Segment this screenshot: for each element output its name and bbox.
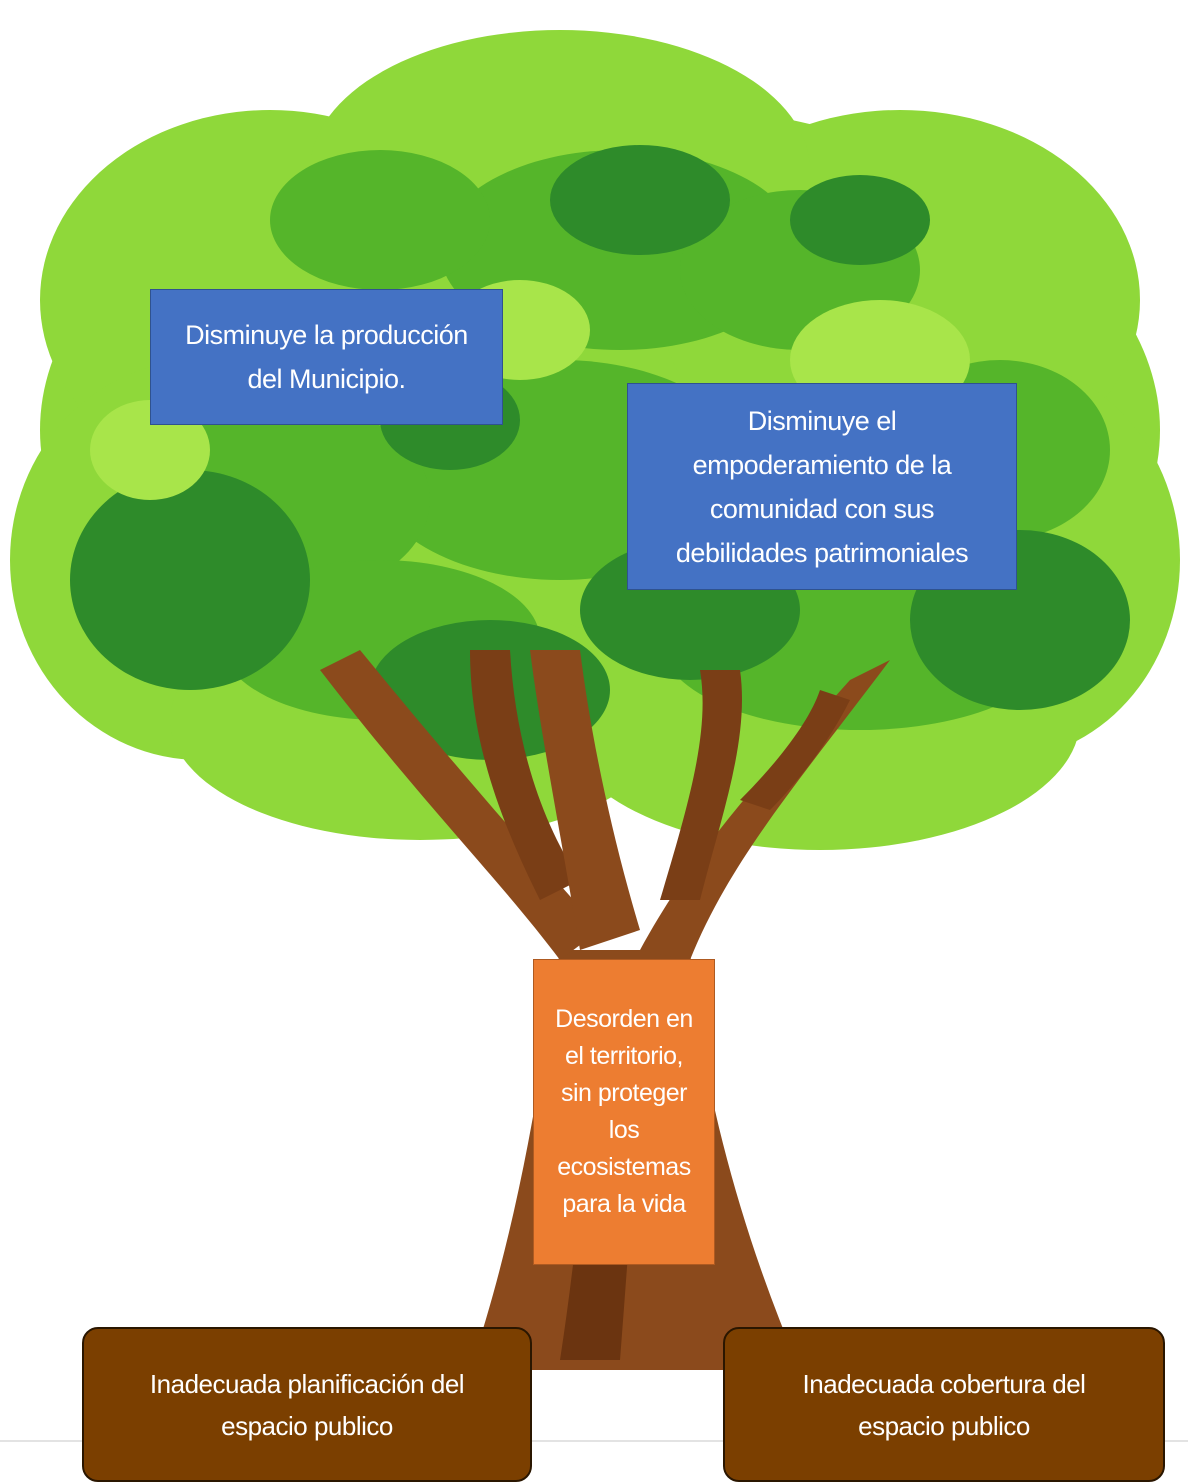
effect-box-production: Disminuye la producción del Municipio. bbox=[150, 289, 503, 425]
effect-text-empowerment: Disminuye el empoderamiento de la comuni… bbox=[675, 405, 969, 568]
effect-box-empowerment: Disminuye el empoderamiento de la comuni… bbox=[627, 383, 1017, 590]
central-problem-box: Desorden en el territorio, sin proteger … bbox=[533, 959, 715, 1265]
cause-box-coverage: Inadecuada cobertura del espacio publico bbox=[723, 1327, 1165, 1482]
central-problem-text: Desorden en el territorio, sin proteger … bbox=[555, 1005, 693, 1218]
cause-text-coverage: Inadecuada cobertura del espacio publico bbox=[802, 1368, 1086, 1441]
cause-text-planning: Inadecuada planificación del espacio pub… bbox=[149, 1368, 465, 1441]
effect-text-production: Disminuye la producción del Municipio. bbox=[185, 320, 468, 394]
cause-box-planning: Inadecuada planificación del espacio pub… bbox=[82, 1327, 532, 1482]
